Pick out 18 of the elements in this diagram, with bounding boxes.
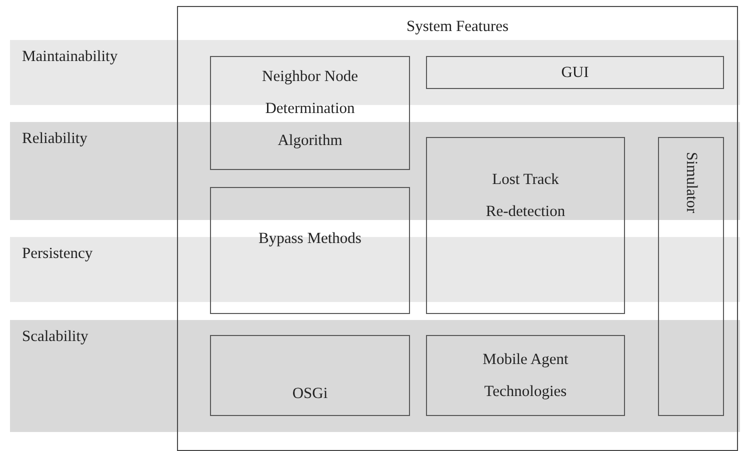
band-label: Scalability (22, 328, 88, 345)
feature-label: Bypass Methods (258, 229, 362, 249)
band-label: Maintainability (22, 48, 118, 65)
feature-label: Mobile Agent Technologies (482, 350, 570, 402)
system-frame (177, 6, 738, 451)
band-label: Reliability (22, 130, 88, 147)
feature-label: GUI (561, 62, 589, 82)
feature-label: Neighbor Node Determination Algorithm (261, 67, 359, 151)
feature-label: OSGi (292, 384, 328, 404)
feature-label: Simulator (682, 152, 701, 214)
feature-box (426, 335, 625, 416)
category-band (10, 320, 740, 432)
category-band (10, 122, 740, 220)
feature-box (426, 56, 724, 89)
feature-label: Lost Track Re-detection (484, 170, 566, 222)
feature-box (210, 335, 410, 416)
frame-heading: System Features (405, 17, 510, 37)
band-label: Persistency (22, 245, 93, 262)
